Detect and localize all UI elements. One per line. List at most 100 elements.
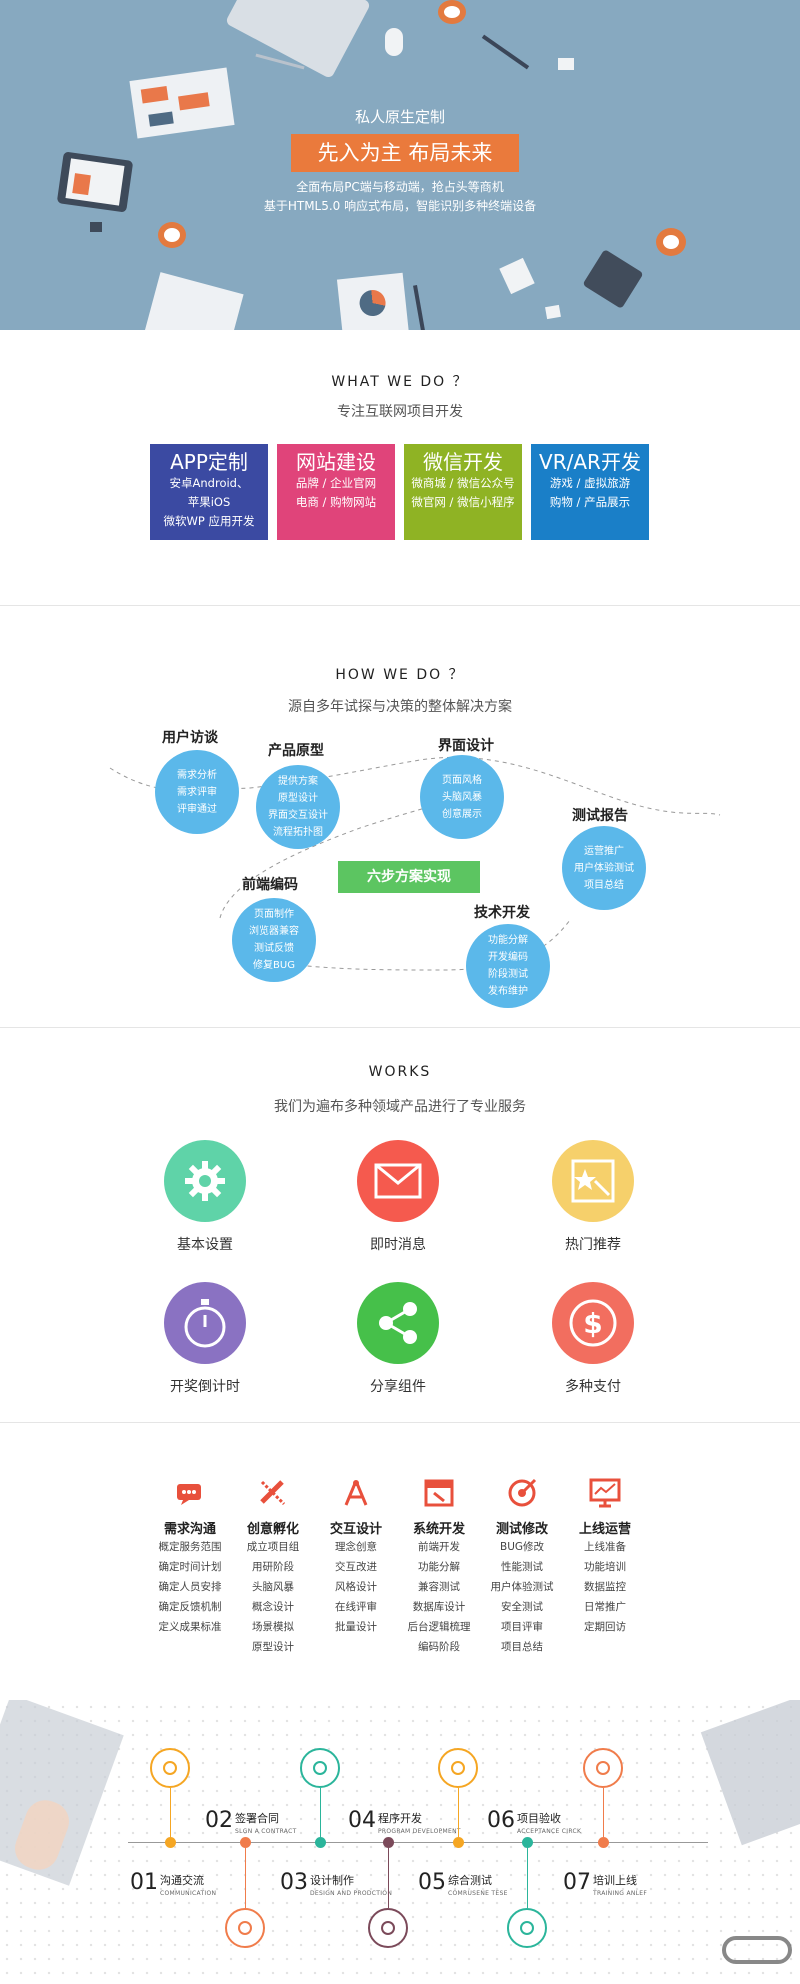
how-step-line: 头脑风暴 <box>442 791 482 803</box>
process-column-item: 头脑风暴 <box>252 1581 294 1593</box>
how-title: HOW WE DO ？ <box>335 667 465 683</box>
how-step-title: 前端编码 <box>242 877 298 893</box>
process-column: 交互设计理念创意交互改进风格设计在线评审批量设计 <box>313 1476 399 1637</box>
how-step-line: 测试反馈 <box>254 943 294 954</box>
timeline-axis <box>128 1842 708 1843</box>
browser-icon <box>396 1476 482 1510</box>
how-step-line: 开发编码 <box>488 952 528 963</box>
how-step-title: 产品原型 <box>268 743 324 759</box>
service-card-line: 苹果iOS <box>187 495 231 509</box>
process-column-item: 上线准备 <box>584 1541 626 1553</box>
process-column-item: 批量设计 <box>335 1621 377 1633</box>
service-card-title: VR/AR开发 <box>539 450 641 474</box>
how-step-line: 功能分解 <box>488 935 528 946</box>
service-card-line: 微商城 / 微信公众号 <box>411 476 515 490</box>
how-step-line: 用户体验测试 <box>574 862 634 874</box>
works-item[interactable]: 开奖倒计时 <box>125 1282 285 1396</box>
timeline-dot <box>315 1837 326 1848</box>
works-item[interactable]: 分享组件 <box>318 1282 478 1396</box>
stopwatch-icon <box>164 1282 246 1364</box>
coffee-cup-illustration <box>438 0 466 24</box>
how-step-line: 评审通过 <box>177 803 217 815</box>
process-column-item: 用研阶段 <box>252 1561 294 1573</box>
works-subtitle: 我们为遍布多种领域产品进行了专业服务 <box>274 1099 526 1115</box>
how-step-title: 测试报告 <box>572 808 628 824</box>
pencil-ruler-icon <box>230 1476 316 1510</box>
process-column-item: 理念创意 <box>335 1541 377 1553</box>
star-picture-icon <box>552 1140 634 1222</box>
share-icon <box>357 1282 439 1364</box>
process-column-item: 项目总结 <box>501 1641 543 1653</box>
timeline-step-cn: 综合测试 <box>448 1874 492 1887</box>
section-divider <box>0 1422 800 1423</box>
timeline-step-number: 05 <box>418 1870 446 1895</box>
chat-icon <box>147 1476 233 1510</box>
process-column-title: 测试修改 <box>495 1522 548 1537</box>
process-column-item: 在线评审 <box>335 1601 377 1613</box>
timeline-dot <box>598 1837 609 1848</box>
how-step-title: 技术开发 <box>474 905 530 921</box>
laptop-illustration <box>700 1700 800 1846</box>
how-step-title: 界面设计 <box>438 738 494 754</box>
how-subtitle: 源自多年试探与决策的整体解决方案 <box>288 699 512 715</box>
service-card[interactable]: 网站建设品牌 / 企业官网电商 / 购物网站 <box>277 444 395 540</box>
process-column-item: 定期回访 <box>584 1621 626 1633</box>
process-column-item: 功能分解 <box>418 1561 460 1573</box>
service-card[interactable]: VR/AR开发游戏 / 虚拟旅游购物 / 产品展示 <box>531 444 649 540</box>
timeline-step-en: ACCEPTANCE CIRCK <box>517 1828 582 1835</box>
how-step-line: 页面制作 <box>254 909 294 920</box>
timeline-step-en: TRAINING ANLEF <box>593 1890 648 1897</box>
coffee-cup-illustration <box>158 222 186 248</box>
works-item[interactable]: 基本设置 <box>125 1140 285 1254</box>
timeline-step-number: 03 <box>280 1870 308 1895</box>
works-item[interactable]: 即时消息 <box>318 1140 478 1254</box>
timeline-dot <box>240 1837 251 1848</box>
process-column-title: 创意孵化 <box>246 1522 299 1537</box>
process-column-item: 风格设计 <box>335 1581 377 1593</box>
hero-slogan-badge: 先入为主 布局未来 <box>291 134 519 172</box>
works-title: WORKS <box>368 1064 432 1080</box>
how-step-line: 项目总结 <box>584 879 624 891</box>
process-column-title: 上线运营 <box>578 1522 631 1537</box>
mouse-illustration <box>385 28 403 56</box>
graduation-icon <box>583 1748 623 1788</box>
timeline-dot <box>383 1837 394 1848</box>
contract-icon <box>225 1908 265 1948</box>
process-column: 创意孵化成立项目组用研阶段头脑风暴概念设计场景模拟原型设计 <box>230 1476 316 1657</box>
service-card-line: 微官网 / 微信小程序 <box>411 495 515 509</box>
how-step-title: 用户访谈 <box>162 730 218 746</box>
process-column-item: 项目评审 <box>501 1621 543 1633</box>
section-divider <box>0 1027 800 1028</box>
document-chart-illustration <box>129 67 235 139</box>
report-pie-illustration <box>336 272 410 330</box>
notebook-illustration <box>582 249 644 309</box>
timeline-connector <box>458 1788 459 1837</box>
process-column-item: 编码阶段 <box>418 1641 460 1653</box>
svg-text:$: $ <box>583 1307 602 1340</box>
timeline-connector <box>320 1788 321 1837</box>
works-item[interactable]: $ 多种支付 <box>513 1282 673 1396</box>
how-step-line: 流程拓扑图 <box>273 827 323 838</box>
process-column-item: 概定服务范围 <box>158 1541 222 1553</box>
hero-banner: 私人原生定制 先入为主 布局未来 全面布局PC端与移动端，抢占头等商机 基于HT… <box>0 0 800 330</box>
sticky-note-illustration <box>545 304 561 320</box>
what-title: WHAT WE DO ？ <box>331 374 469 390</box>
timeline-step-en: SLGN A CONTRACT <box>235 1828 297 1835</box>
timeline-step-label: 综合测试 COMRUSENE TESE <box>448 1874 508 1900</box>
timeline-step-en: PROGRAM DEVELOPMENT <box>378 1828 461 1835</box>
how-step-line: 浏览器兼容 <box>249 926 299 937</box>
hero-line-2: 基于HTML5.0 响应式布局，智能识别多种终端设备 <box>263 199 537 213</box>
service-card[interactable]: 微信开发微商城 / 微信公众号微官网 / 微信小程序 <box>404 444 522 540</box>
pen-illustration <box>481 34 530 70</box>
process-column-item: 交互改进 <box>335 1561 377 1573</box>
compass-icon <box>313 1476 399 1510</box>
works-item-label: 多种支付 <box>565 1379 621 1395</box>
works-item[interactable]: 热门推荐 <box>513 1140 673 1254</box>
how-step-bubble: 页面风格头脑风暴创意展示 <box>420 755 504 839</box>
service-card-line: 游戏 / 虚拟旅游 <box>549 476 631 490</box>
check-icon <box>507 1908 547 1948</box>
how-step-bubble: 运营推广用户体验测试项目总结 <box>562 826 646 910</box>
timeline-step-en: COMRUSENE TESE <box>448 1890 508 1897</box>
